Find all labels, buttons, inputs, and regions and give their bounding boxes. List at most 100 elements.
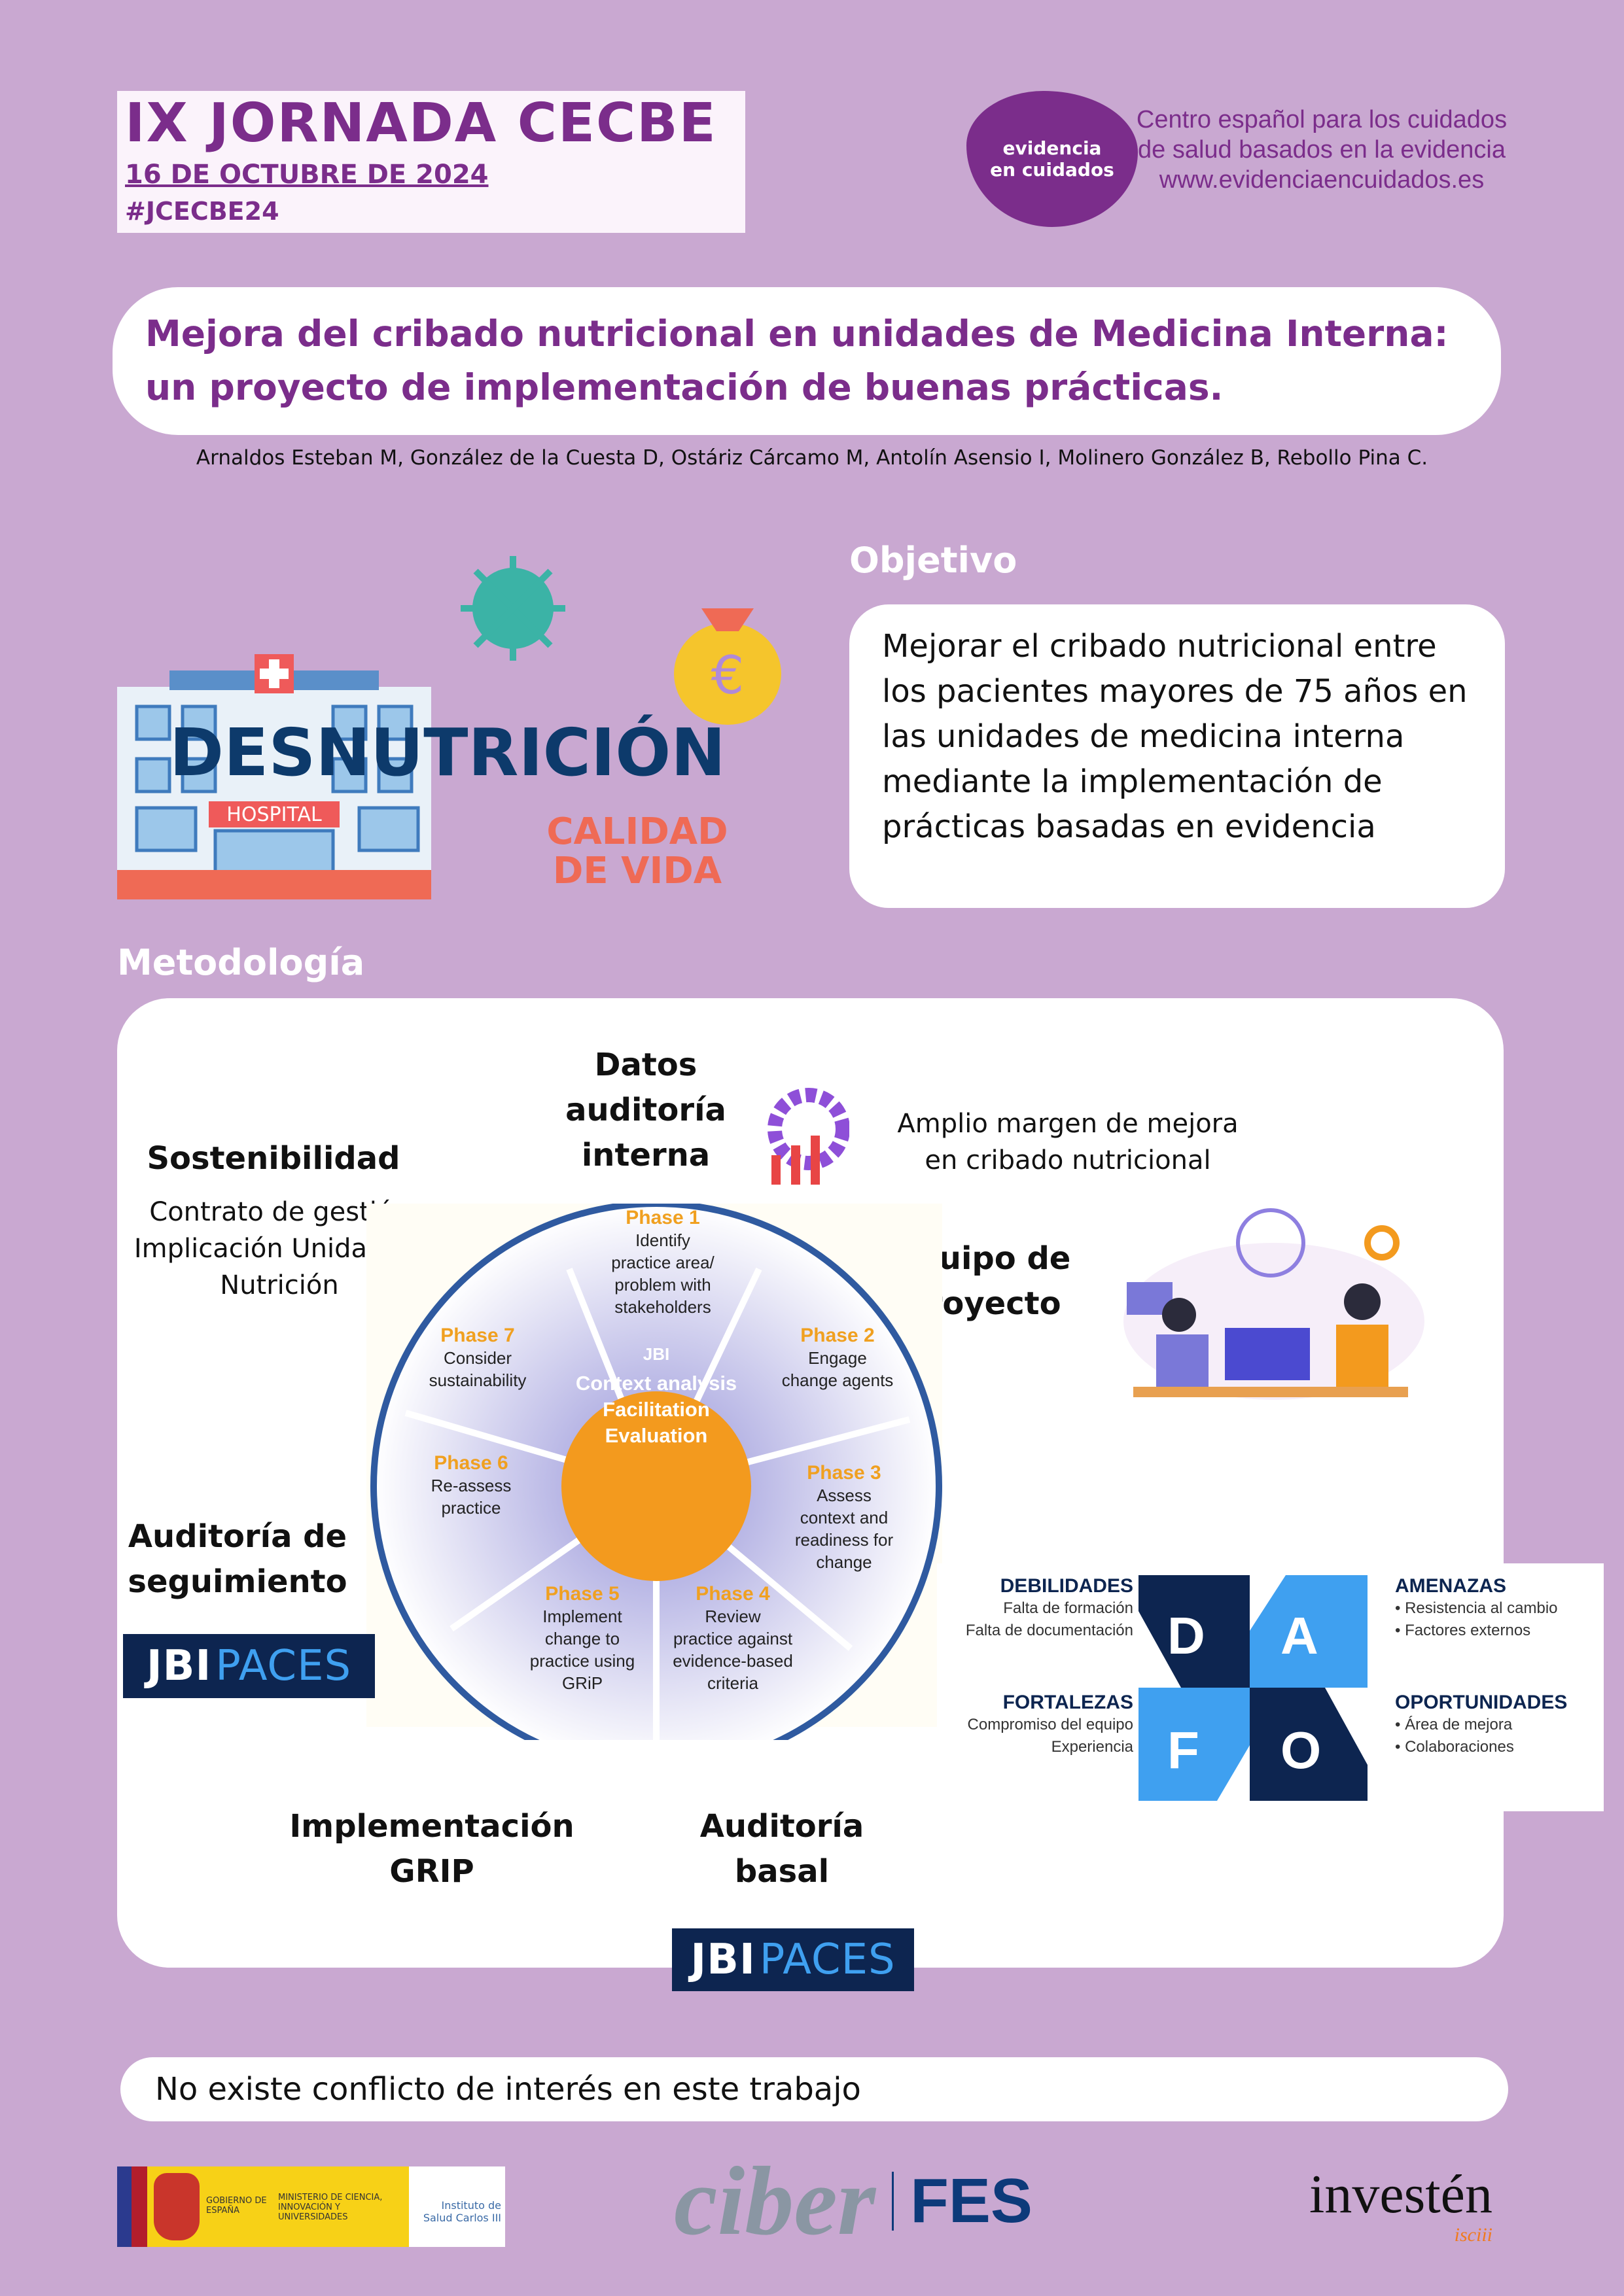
center-url[interactable]: www.evidenciaencuidados.es: [1159, 166, 1485, 194]
dafo-item: Falta de documentación: [965, 1622, 1133, 1639]
gov-text: GOBIERNO DE ESPAÑA: [206, 2196, 267, 2216]
event-date: 16 DE OCTUBRE DE 2024: [125, 160, 489, 190]
poster-title: Mejora del cribado nutricional en unidad…: [113, 287, 1501, 435]
ministry-text: MINISTERIO DE CIENCIA, INNOVACIÓN Y UNIV…: [278, 2193, 383, 2222]
dafo-heading: DEBILIDADES: [1000, 1575, 1133, 1597]
dafo-debilidades: DEBILIDADES Falta de formación Falta de …: [966, 1575, 1133, 1642]
label-line: Auditoría: [699, 1808, 864, 1845]
hospital-sign: HOSPITAL: [226, 803, 322, 826]
amplio-text: Amplio margen de mejora en cribado nutri…: [839, 1105, 1297, 1179]
label-line: basal: [734, 1853, 830, 1890]
dafo-matrix: D A F O DEBILIDADES Falta de formación F…: [937, 1563, 1604, 1811]
conflict-statement: No existe conflicto de interés en este t…: [120, 2057, 1508, 2121]
phase-text: Review: [705, 1607, 761, 1626]
label-line: seguimiento: [128, 1563, 347, 1600]
center-line: de salud basados en la evidencia: [1138, 136, 1506, 164]
phase-text: change: [816, 1552, 872, 1572]
phase-text: Implement: [542, 1607, 622, 1626]
malnutrition-illustration: € HOSPITAL DESNUTRICIÓN CALIDAD DE VIDA: [117, 543, 785, 899]
phase-name: Phase 5: [545, 1583, 620, 1605]
phase-name: Phase 1: [626, 1207, 700, 1228]
coat-of-arms-icon: [154, 2173, 200, 2240]
ciber-text: ciber: [674, 2147, 876, 2255]
phase-name: Phase 7: [440, 1325, 515, 1346]
phase-text: sustainability: [429, 1370, 527, 1390]
seguimiento-label: Auditoría de seguimiento: [74, 1514, 401, 1605]
objective-heading: Objetivo: [849, 540, 1017, 581]
phase-text: criteria: [707, 1673, 758, 1693]
dafo-item: Compromiso del equipo: [967, 1716, 1133, 1733]
phase-text: Consider: [443, 1348, 512, 1368]
center-line: Evaluation: [605, 1424, 708, 1447]
cycle-center: Context analysis Facilitation Evaluation: [558, 1370, 754, 1449]
dafo-letter-a: A: [1280, 1607, 1318, 1665]
phase-text: practice against: [673, 1629, 793, 1648]
label-line: interna: [581, 1137, 711, 1174]
dafo-item: Colaboraciones: [1405, 1738, 1514, 1756]
dafo-item: Resistencia al cambio: [1405, 1599, 1558, 1617]
isciii-small-text: isciii: [1454, 2224, 1492, 2246]
gobierno-logo: GOBIERNO DE ESPAÑA MINISTERIO DE CIENCIA…: [117, 2166, 505, 2247]
phase-text: change agents: [781, 1370, 894, 1390]
phase-text: GRiP: [561, 1673, 603, 1693]
center-description: Centro español para los cuidados de salu…: [1132, 105, 1511, 195]
paces-text: PACES: [759, 1936, 896, 1984]
gear-growth-icon: [768, 1088, 849, 1185]
isciii-text: Instituto de Salud Carlos III: [409, 2166, 505, 2247]
desnutricion-word: DESNUTRICIÓN: [169, 714, 726, 791]
logo-text: evidencia: [1002, 137, 1102, 159]
label-line: GRIP: [389, 1853, 474, 1890]
center-line: Centro español para los cuidados: [1136, 106, 1508, 133]
dafo-oportunidades: OPORTUNIDADES • Área de mejora • Colabor…: [1395, 1692, 1568, 1756]
fes-text: FES: [910, 2166, 1033, 2236]
phase-name: Phase 6: [434, 1452, 508, 1474]
dafo-letter-o: O: [1280, 1721, 1322, 1779]
center-line: Context analysis: [575, 1372, 737, 1395]
title-line: Mejora del cribado nutricional en unidad…: [145, 313, 1449, 355]
label-line: Datos: [594, 1047, 697, 1083]
basal-label: Auditoría basal: [651, 1804, 913, 1894]
investen-text: investén: [1309, 2164, 1492, 2225]
dafo-item: Experiencia: [1051, 1738, 1133, 1756]
investen-logo: investén isciii: [1296, 2165, 1506, 2246]
team-illustration: [1123, 1208, 1424, 1400]
dafo-heading: FORTALEZAS: [1002, 1692, 1133, 1713]
phase-text: Re-assess: [431, 1476, 512, 1495]
dafo-heading: OPORTUNIDADES: [1395, 1692, 1568, 1713]
jbi-text: JBI: [146, 1642, 212, 1690]
text-line: Contrato de gestión: [149, 1197, 410, 1227]
jbi-logo: JBI: [643, 1344, 670, 1364]
paces-text: PACES: [215, 1642, 352, 1690]
grip-label: Implementación GRIP: [268, 1804, 595, 1894]
euro-symbol: €: [711, 645, 745, 706]
phase-text: Identify: [635, 1230, 690, 1250]
phase-text: context and: [800, 1508, 889, 1527]
text-line: Nutrición: [220, 1270, 339, 1300]
event-header: IX JORNADA CECBE 16 DE OCTUBRE DE 2024 #…: [117, 91, 745, 233]
text-line: Amplio margen de mejora: [897, 1109, 1239, 1139]
phase-name: Phase 3: [807, 1462, 881, 1484]
dafo-letter-f: F: [1167, 1721, 1199, 1779]
label-line: Auditoría de: [128, 1518, 347, 1555]
phase-text: change to: [544, 1629, 620, 1648]
jbi-text: JBI: [690, 1936, 756, 1984]
quality-word: CALIDAD: [546, 810, 728, 853]
phase-text: Assess: [817, 1486, 872, 1505]
phase-text: stakeholders: [614, 1297, 711, 1317]
dafo-item: Área de mejora: [1405, 1716, 1513, 1733]
dafo-amenazas: AMENAZAS • Resistencia al cambio • Facto…: [1395, 1575, 1558, 1639]
text-line: en cribado nutricional: [925, 1145, 1211, 1175]
quality-word: DE VIDA: [553, 850, 722, 892]
methodology-heading: Metodología: [117, 942, 365, 983]
jbi-implementation-cycle: [366, 1204, 942, 1740]
dafo-blocks: [1139, 1575, 1368, 1801]
phase-name: Phase 2: [800, 1325, 875, 1346]
